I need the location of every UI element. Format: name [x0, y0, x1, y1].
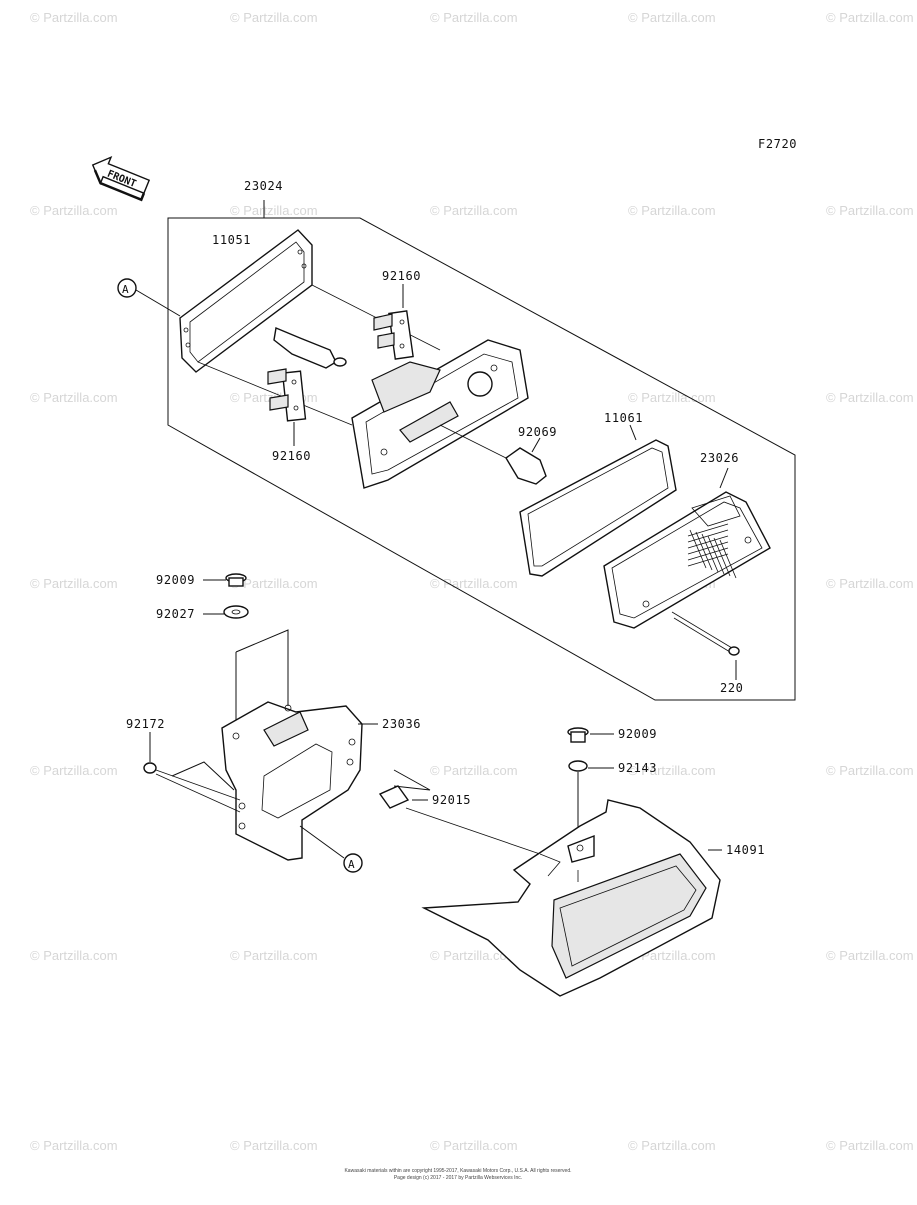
watermark-text: © Partzilla.com — [628, 203, 716, 218]
lens-grid-line — [687, 535, 729, 549]
part-number-92069[interactable]: 92069 — [518, 425, 557, 439]
gasket-11061 — [519, 424, 677, 577]
lens-grid-line — [707, 535, 725, 575]
part-number-23036[interactable]: 23036 — [382, 717, 421, 731]
watermark-text: © Partzilla.com — [30, 203, 118, 218]
footer-copyright: Kawasaki materials within are copyright … — [344, 1168, 571, 1174]
washer-92143 — [568, 760, 614, 844]
watermark-text: © Partzilla.com — [430, 763, 518, 778]
lens-grid-line — [719, 539, 737, 579]
part-number-92009-upper[interactable]: 92009 — [156, 573, 195, 587]
screw-92009-upper — [203, 573, 247, 587]
watermark-text: © Partzilla.com — [30, 948, 118, 963]
watermark-text: © Partzilla.com — [230, 10, 318, 25]
bracket-23036 — [221, 701, 378, 861]
footer-copyright-2: Page design (c) 2017 - 2017 by Partzilla… — [394, 1175, 522, 1181]
watermark-text: © Partzilla.com — [826, 390, 914, 405]
watermark-text: © Partzilla.com — [826, 576, 914, 591]
nut-92015 — [378, 769, 541, 855]
watermark-text: © Partzilla.com — [430, 10, 518, 25]
socket-92160-lower — [267, 368, 307, 446]
front-direction-arrow: FRONT — [91, 155, 151, 202]
washer-92027 — [203, 605, 249, 619]
lens-23026 — [603, 467, 771, 629]
part-number-220[interactable]: 220 — [720, 681, 743, 695]
watermark-text: © Partzilla.com — [30, 763, 118, 778]
watermark-text: © Partzilla.com — [230, 203, 318, 218]
watermark-text: © Partzilla.com — [628, 390, 716, 405]
screw-92172 — [143, 732, 241, 813]
part-number-23024[interactable]: 23024 — [244, 179, 283, 193]
part-number-14091[interactable]: 14091 — [726, 843, 765, 857]
part-number-11061[interactable]: 11061 — [604, 411, 643, 425]
watermark-text: © Partzilla.com — [30, 576, 118, 591]
watermark-text: © Partzilla.com — [30, 1138, 118, 1153]
ref-marker-a-lower: A — [299, 825, 363, 873]
part-number-92160-lower[interactable]: 92160 — [272, 449, 311, 463]
lens-grid-line — [687, 553, 729, 567]
watermark-text: © Partzilla.com — [628, 763, 716, 778]
cover-14091 — [421, 799, 722, 997]
part-number-92027[interactable]: 92027 — [156, 607, 195, 621]
watermark-text: © Partzilla.com — [826, 948, 914, 963]
watermark-text: © Partzilla.com — [826, 1138, 914, 1153]
watermark-text: © Partzilla.com — [430, 576, 518, 591]
watermark-layer: © Partzilla.com © Partzilla.com © Partzill… — [30, 10, 914, 1153]
watermark-text: © Partzilla.com — [430, 948, 518, 963]
part-number-92015[interactable]: 92015 — [432, 793, 471, 807]
ref-marker-a-upper: A — [117, 278, 181, 317]
watermark-text: © Partzilla.com — [230, 1138, 318, 1153]
watermark-text: © Partzilla.com — [430, 203, 518, 218]
part-number-92172[interactable]: 92172 — [126, 717, 165, 731]
screw-220 — [671, 611, 740, 680]
lens-grid-line — [695, 531, 713, 571]
watermark-text: © Partzilla.com — [30, 390, 118, 405]
watermark-text: © Partzilla.com — [826, 10, 914, 25]
watermark-text: © Partzilla.com — [826, 203, 914, 218]
assembly-bracket-23024 — [167, 200, 796, 701]
part-number-23026[interactable]: 23026 — [700, 451, 739, 465]
lens-grid-line — [687, 523, 729, 537]
lens-grid-pattern — [687, 523, 737, 579]
bulb-wedge — [273, 327, 347, 369]
socket-92160-upper — [373, 284, 414, 360]
watermark-text: © Partzilla.com — [230, 576, 318, 591]
diagram-code: F2720 — [758, 137, 797, 151]
watermark-text: © Partzilla.com — [628, 10, 716, 25]
bulb-92069 — [439, 424, 547, 485]
ref-marker-label: A — [122, 283, 129, 296]
lens-grid-line — [713, 537, 731, 577]
watermark-text: © Partzilla.com — [628, 1138, 716, 1153]
part-number-92143[interactable]: 92143 — [618, 761, 657, 775]
part-number-92009-lower[interactable]: 92009 — [618, 727, 657, 741]
lens-grid-line — [687, 547, 729, 561]
watermark-text: © Partzilla.com — [30, 10, 118, 25]
part-number-92160-upper[interactable]: 92160 — [382, 269, 421, 283]
watermark-text: © Partzilla.com — [430, 1138, 518, 1153]
ref-marker-label: A — [348, 858, 355, 871]
lamp-housing — [351, 339, 529, 489]
watermark-text: © Partzilla.com — [826, 763, 914, 778]
screw-92009-lower — [567, 727, 614, 743]
part-number-11051[interactable]: 11051 — [212, 233, 251, 247]
watermark-text: © Partzilla.com — [230, 948, 318, 963]
gasket-11051 — [179, 229, 441, 426]
